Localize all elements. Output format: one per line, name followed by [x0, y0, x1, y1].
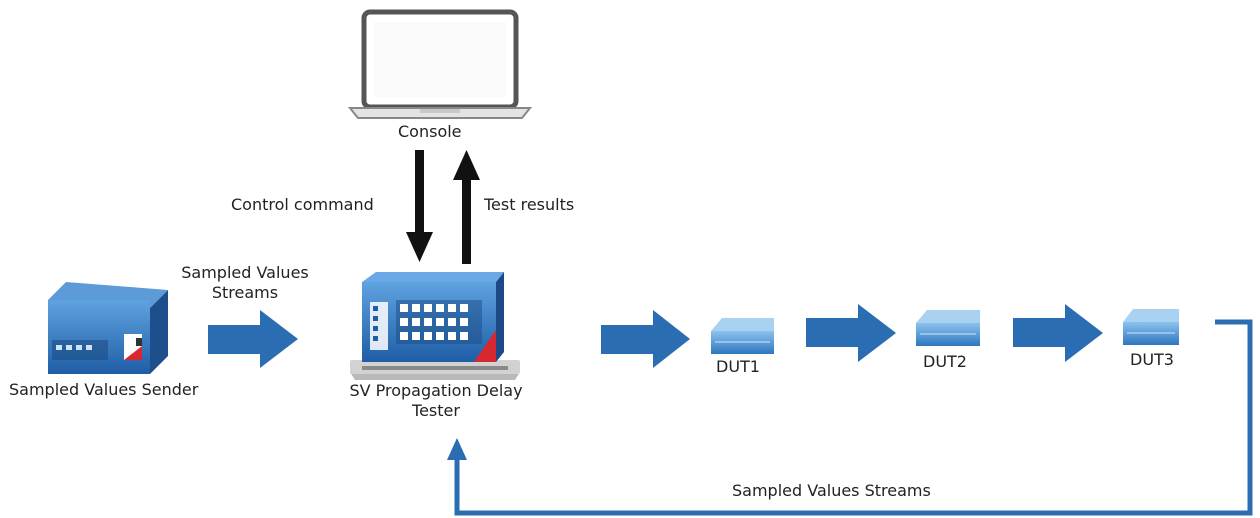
- sender-to-tester-arrow: [208, 310, 298, 368]
- dut3-label: DUT3: [1130, 350, 1174, 369]
- dut1-label: DUT1: [716, 357, 760, 376]
- network-switch-icon: [916, 310, 980, 346]
- dut2-to-dut3-arrow: [1013, 304, 1103, 362]
- return-loop-line: [447, 319, 1253, 516]
- control-command-arrow: [406, 150, 433, 262]
- test-results-label: Test results: [484, 195, 575, 214]
- console-label: Console: [398, 122, 462, 141]
- network-switch-icon: [711, 318, 774, 354]
- tester-to-dut1-arrow: [601, 310, 690, 368]
- tester-label-line2: Tester: [412, 401, 460, 420]
- network-switch-icon: [1123, 309, 1179, 345]
- sampled-values-streams-top-label: Sampled Values Streams: [160, 263, 330, 303]
- sv-tester-device-icon: [350, 272, 520, 380]
- control-command-label: Control command: [231, 195, 374, 214]
- sampled-values-streams-top-line1: Sampled Values: [181, 263, 309, 282]
- sv-sender-device-icon: [48, 282, 168, 374]
- dut1-to-dut2-arrow: [806, 304, 896, 362]
- tester-label-line1: SV Propagation Delay: [349, 381, 523, 400]
- tester-label: SV Propagation Delay Tester: [336, 381, 536, 421]
- sampled-values-streams-top-line2: Streams: [211, 283, 279, 302]
- sampled-values-streams-bottom-label: Sampled Values Streams: [732, 481, 931, 500]
- dut2-label: DUT2: [923, 352, 967, 371]
- test-results-arrow: [453, 150, 480, 264]
- laptop-icon: [347, 9, 533, 119]
- sender-label: Sampled Values Sender: [9, 380, 199, 399]
